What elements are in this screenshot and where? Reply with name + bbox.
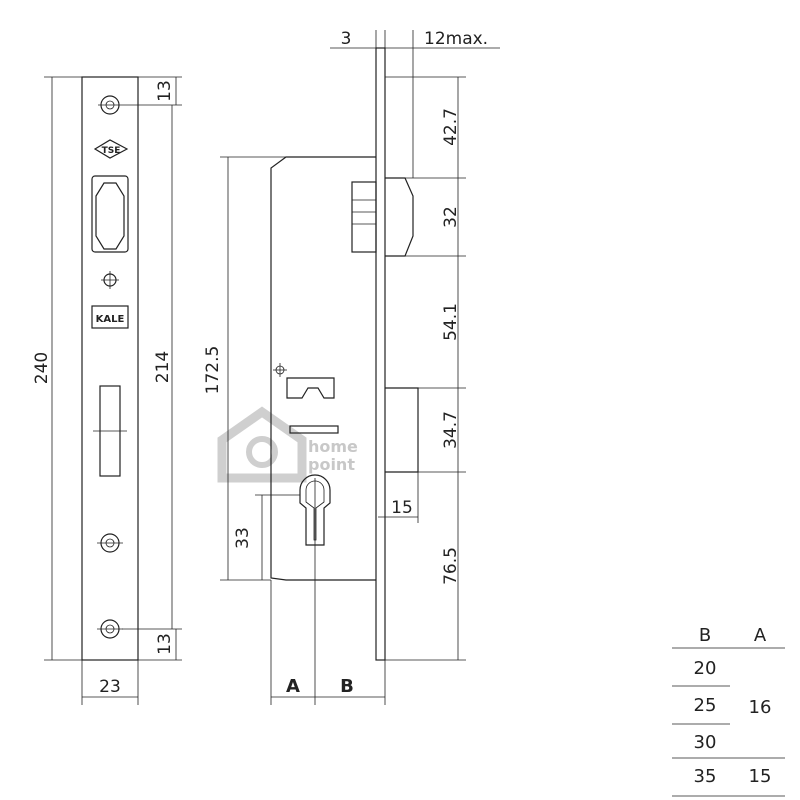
table-cell-b: 30 bbox=[694, 732, 717, 753]
small-screw-hole bbox=[101, 271, 119, 289]
table-cell-a: 16 bbox=[749, 697, 772, 718]
middle-screw-hole bbox=[97, 533, 123, 553]
deadbolt bbox=[385, 387, 419, 473]
svg-text:23: 23 bbox=[99, 677, 121, 697]
dimension-top-offset: 13 bbox=[138, 76, 182, 105]
svg-text:3: 3 bbox=[341, 29, 352, 49]
svg-text:point: point bbox=[308, 455, 355, 474]
dimension-bolt-throw: 15 bbox=[378, 472, 419, 523]
follower bbox=[273, 363, 339, 434]
dim-76-5: 76.5 bbox=[441, 547, 461, 585]
table-cell-b: 35 bbox=[694, 766, 717, 787]
dimension-hole-span: 214 bbox=[122, 104, 182, 630]
dim-32: 32 bbox=[441, 206, 461, 228]
svg-text:TSE: TSE bbox=[102, 146, 121, 156]
svg-text:172.5: 172.5 bbox=[203, 346, 223, 395]
table-cell-b: 25 bbox=[694, 695, 717, 716]
spec-table: B A 20 25 16 30 35 15 bbox=[672, 625, 785, 797]
latch bbox=[351, 177, 414, 257]
dimension-width: 23 bbox=[81, 660, 139, 705]
svg-text:13: 13 bbox=[155, 80, 175, 102]
faceplate-edge bbox=[375, 47, 386, 661]
table-header-a: A bbox=[754, 625, 767, 646]
svg-text:214: 214 bbox=[153, 351, 173, 383]
dimension-cylinder-offset: 33 bbox=[233, 494, 300, 580]
lock-body-view: A B 172.5 33 42.7 32 54.1 34.7 76.5 bbox=[203, 29, 500, 705]
dim-42-7: 42.7 bbox=[441, 108, 461, 146]
svg-text:12max.: 12max. bbox=[424, 29, 488, 49]
bolt-opening bbox=[93, 385, 127, 477]
table-header-b: B bbox=[699, 625, 711, 646]
table-cell-b: 20 bbox=[694, 658, 717, 679]
svg-text:13: 13 bbox=[155, 633, 175, 655]
dimension-top-thickness: 3 12max. bbox=[330, 29, 500, 178]
label-b: B bbox=[340, 676, 354, 697]
kale-logo: KALE bbox=[91, 305, 129, 329]
dim-34-7: 34.7 bbox=[441, 411, 461, 449]
faceplate-view: TSE KALE bbox=[32, 76, 182, 705]
table-cell-a: 15 bbox=[749, 766, 772, 787]
svg-text:240: 240 bbox=[32, 352, 52, 384]
bottom-screw-hole bbox=[97, 619, 123, 639]
dimension-total-height: 240 bbox=[32, 76, 82, 661]
dim-54-1: 54.1 bbox=[441, 303, 461, 341]
label-a: A bbox=[286, 676, 300, 697]
svg-text:home: home bbox=[308, 437, 358, 456]
svg-text:33: 33 bbox=[233, 527, 253, 549]
dimension-body-height: 172.5 bbox=[203, 156, 286, 581]
watermark-logo: home point bbox=[217, 406, 358, 483]
body-outline bbox=[270, 156, 376, 581]
top-screw-hole bbox=[98, 95, 122, 115]
dimension-bottom-offset: 13 bbox=[138, 629, 182, 661]
faceplate-outline bbox=[81, 76, 139, 661]
latch-opening bbox=[91, 175, 129, 253]
tse-logo: TSE bbox=[93, 139, 129, 159]
svg-text:KALE: KALE bbox=[96, 314, 125, 325]
svg-text:15: 15 bbox=[391, 498, 413, 518]
